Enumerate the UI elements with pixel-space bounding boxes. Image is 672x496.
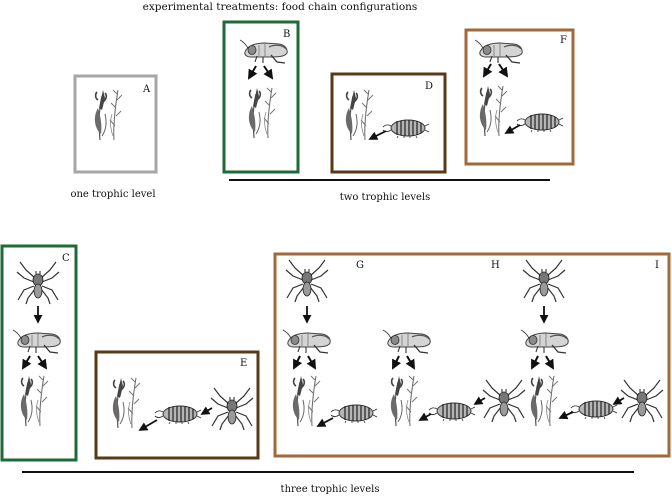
panel-D: D (332, 74, 445, 172)
arrow-icon (140, 420, 157, 430)
arrow-icon (532, 356, 538, 368)
panel-A: A (75, 76, 156, 172)
panel-E: E (96, 352, 258, 458)
grasshopper-icon (240, 40, 287, 63)
plants-icon (249, 88, 276, 138)
arrow-icon (38, 356, 46, 368)
arrow-icon (407, 356, 414, 368)
label-one-trophic-level: one trophic level (70, 189, 155, 200)
grasshopper-icon (521, 330, 568, 353)
plants-icon (21, 376, 48, 426)
plants-icon (293, 376, 320, 426)
arrow-icon (249, 66, 256, 78)
label-two-trophic-levels: two trophic levels (340, 192, 430, 203)
isopod-icon (517, 114, 563, 132)
arrow-icon (420, 414, 431, 420)
panel-letter-C: C (62, 253, 70, 264)
arrow-icon (294, 356, 300, 368)
arrow-icon (475, 398, 485, 404)
panel-letter-F: F (560, 35, 567, 46)
arrow-icon (370, 131, 386, 139)
plants-icon (391, 376, 418, 426)
spider-icon (523, 260, 565, 302)
plants-icon (480, 86, 507, 136)
arrow-icon (614, 398, 624, 404)
panel-letter-A: A (142, 84, 151, 95)
spider-icon (621, 380, 663, 422)
grasshopper-icon (475, 40, 522, 63)
spider-icon (483, 380, 525, 422)
grasshopper-icon (13, 330, 60, 353)
isopod-icon (155, 406, 201, 424)
panel-F: F (466, 30, 573, 164)
arrow-icon (393, 356, 399, 368)
panel-B: B (224, 22, 298, 172)
spider-icon (211, 388, 253, 430)
plants-icon (346, 90, 373, 140)
arrow-icon (506, 125, 520, 133)
panel-GHI-frame (275, 254, 669, 456)
arrow-icon (318, 418, 333, 426)
panel-letter-B: B (283, 29, 290, 40)
grasshopper-icon (383, 330, 430, 353)
isopod-icon (383, 120, 429, 138)
isopod-icon (331, 405, 377, 423)
grasshopper-icon (283, 330, 330, 353)
spider-icon (17, 262, 59, 304)
plants-icon (531, 376, 558, 426)
diagram-title: experimental treatments: food chain conf… (143, 1, 418, 13)
arrow-icon (499, 64, 507, 76)
arrow-icon (23, 356, 30, 368)
arrow-icon (308, 356, 315, 368)
arrow-icon (202, 408, 212, 414)
arrow-icon (560, 412, 573, 418)
isopod-icon (429, 403, 475, 421)
spider-icon (286, 260, 328, 302)
label-three-trophic-levels: three trophic levels (281, 484, 380, 495)
arrow-icon (264, 66, 272, 78)
plants-icon (113, 378, 140, 428)
arrow-icon (484, 64, 491, 76)
panel-letter-H: H (491, 260, 500, 271)
isopod-icon (571, 401, 617, 419)
panel-letter-E: E (240, 358, 247, 369)
arrow-icon (546, 356, 553, 368)
panel-letter-D: D (425, 81, 433, 92)
plants-icon (95, 90, 122, 140)
panel-letter-I: I (655, 260, 659, 271)
panel-GHI: G H I (275, 254, 669, 456)
panel-letter-G: G (356, 260, 364, 271)
panel-C: C (2, 246, 76, 460)
